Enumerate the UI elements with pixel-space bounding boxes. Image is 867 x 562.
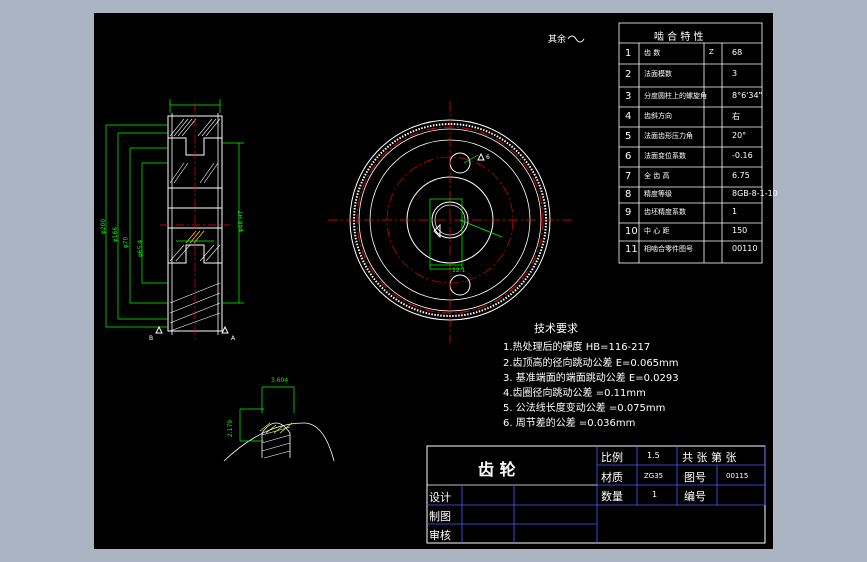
tech-req-item: 2.齿顶高的径向跳动公差 E=0.065mm <box>503 358 679 369</box>
front-dimensions <box>429 154 503 270</box>
tech-req-item: 5. 公法线长度变动公差 =0.075mm <box>503 403 666 414</box>
roughness-triangle <box>477 152 485 161</box>
tech-req-item: 4.齿圈径向跳动公差 =0.11mm <box>503 388 646 399</box>
mesh-row-name: 齿 数 <box>644 49 661 57</box>
mesh-table-title: 啮 合 特 性 <box>654 32 704 43</box>
mesh-row-no: 9 <box>625 207 632 218</box>
mesh-row-name: 法面齿形压力角 <box>644 132 693 140</box>
tech-req-title: 技术要求 <box>534 322 578 335</box>
drawing-no-value: 00115 <box>726 472 749 480</box>
mesh-row-no: 6 <box>625 151 632 162</box>
mesh-row-value: 3 <box>732 69 738 78</box>
qty-label: 数量 <box>601 490 623 503</box>
gear-drawing <box>105 22 766 544</box>
mesh-row-no: 11 <box>625 244 638 255</box>
mesh-row-no: 10 <box>625 226 638 237</box>
mesh-row-symbol: Z <box>709 48 714 56</box>
material-label: 材质 <box>601 471 623 484</box>
side-dimensions <box>105 99 244 328</box>
mesh-row-value: 150 <box>732 226 748 235</box>
code-label: 编号 <box>684 490 706 503</box>
roughness-note: 其余 <box>548 35 567 45</box>
keyway-notch <box>433 223 441 239</box>
lightening-hole-bottom <box>449 274 471 296</box>
mesh-row-name: 相啮合零件图号 <box>644 245 693 253</box>
datum-b-label: B <box>149 335 154 342</box>
section-hatching <box>169 118 221 332</box>
dim-d3: φ70 <box>122 236 130 249</box>
mesh-row-value: 8°6'34" <box>732 91 763 100</box>
mesh-row-value: 00110 <box>732 244 758 253</box>
mesh-row-value: 20° <box>732 131 747 140</box>
mesh-row-no: 2 <box>625 69 632 80</box>
mesh-row-no: 3 <box>625 91 632 102</box>
mesh-row-name: 齿斜方向 <box>644 112 672 120</box>
mesh-row-name: 法面变位系数 <box>644 152 686 160</box>
dim-d4: φ65.4 <box>137 239 145 258</box>
mesh-row-value: 68 <box>732 48 743 57</box>
datum-a-label: A <box>231 335 236 342</box>
mesh-row-value: 右 <box>732 112 740 121</box>
front-dim-r: 6 <box>486 154 490 161</box>
scale-value: 1.5 <box>647 451 660 460</box>
front-dim-key: 12.1 <box>452 267 466 274</box>
mesh-row-name: 全 齿 高 <box>644 172 670 180</box>
dim-d5: φ48 H7 <box>237 210 245 233</box>
mesh-row-name: 法面模数 <box>644 70 672 78</box>
tech-req-item: 1.热处理后的硬度 HB=116-217 <box>503 342 651 353</box>
dim-d1: φ200 <box>100 218 108 235</box>
mesh-row-name: 精度等级 <box>644 190 672 198</box>
mesh-row-value: -0.16 <box>732 151 753 160</box>
mesh-row-value: 8GB-8-1-10 <box>732 189 778 198</box>
datum-triangle-b <box>155 325 163 334</box>
drawing-no-label: 图号 <box>684 471 706 484</box>
mesh-row-no: 8 <box>625 189 632 200</box>
mesh-row-value: 1 <box>732 207 738 216</box>
mesh-row-no: 7 <box>625 171 632 182</box>
front-view <box>328 101 574 343</box>
scale-label: 比例 <box>601 451 623 464</box>
tooth-detail-view <box>223 386 335 462</box>
roughness-symbol <box>567 35 585 43</box>
detail-dim-top: 3.604 <box>271 377 289 384</box>
mesh-row-name: 齿坯精度系数 <box>644 208 686 216</box>
mesh-row-no: 1 <box>625 48 632 59</box>
mesh-row-name: 中 心 距 <box>644 227 670 235</box>
tech-req-item: 3. 基准端面的端面跳动公差 E=0.0293 <box>503 373 679 384</box>
mesh-row-value: 6.75 <box>732 171 750 180</box>
detail-dim-left: 2.179 <box>227 419 235 438</box>
qty-value: 1 <box>652 490 658 499</box>
part-name: 齿 轮 <box>478 460 516 479</box>
mesh-row-no: 5 <box>625 131 632 142</box>
dim-d2: φ166 <box>112 226 120 243</box>
datum-triangle-a <box>221 325 229 334</box>
material-value: ZG35 <box>644 472 664 480</box>
mesh-row-name: 分度圆柱上的螺旋角 <box>644 92 707 100</box>
sheets-label: 共 张 第 张 <box>682 451 737 464</box>
review-label: 审核 <box>429 529 451 542</box>
tech-req-item: 6. 周节差的公差 =0.036mm <box>503 418 636 429</box>
draw-label: 制图 <box>429 510 451 523</box>
design-label: 设计 <box>429 491 451 504</box>
mesh-row-no: 4 <box>625 111 632 122</box>
web-profile-lower <box>168 244 222 264</box>
lightening-hole-top <box>449 152 471 174</box>
mesh-table-grid <box>618 22 763 264</box>
title-block-grid <box>426 445 766 544</box>
side-section-view <box>105 99 244 343</box>
